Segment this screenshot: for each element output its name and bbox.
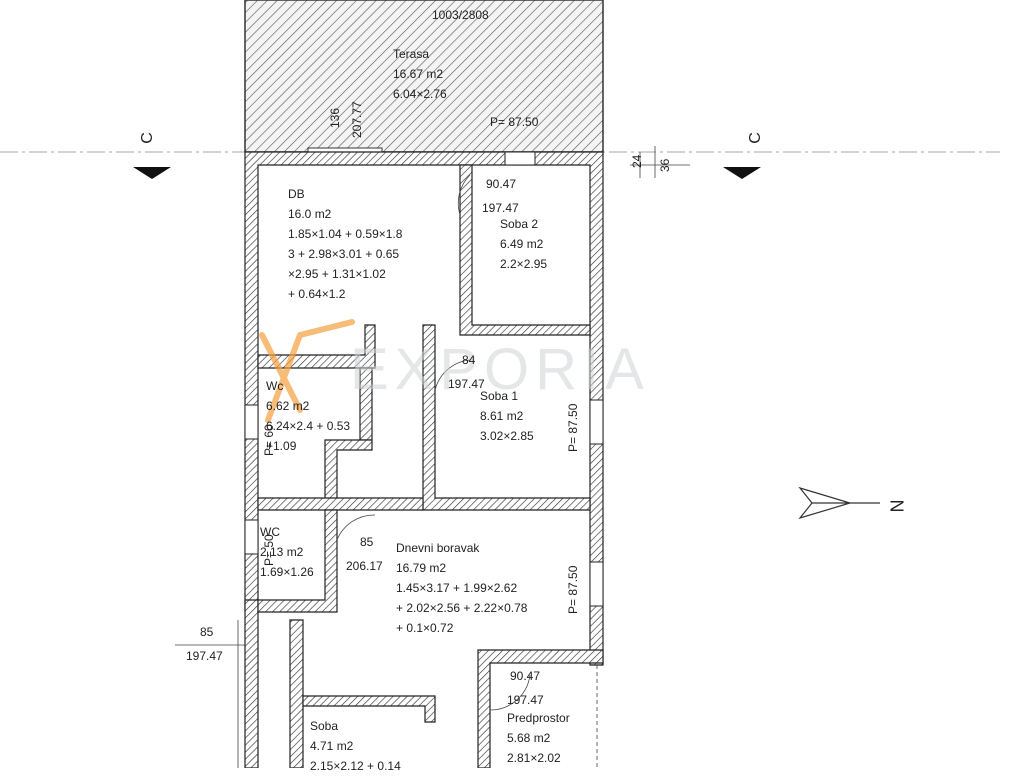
- window-dnevni: [589, 561, 604, 607]
- door-swing-db: [457, 174, 471, 216]
- room-calc: 3 + 2.98×3.01 + 0.65: [288, 247, 400, 261]
- room-area: 5.68 m2: [507, 731, 551, 745]
- north-arrow: [798, 486, 880, 520]
- wall-wc2: [257, 509, 338, 613]
- room-name: Wc: [266, 379, 284, 393]
- room-calc: + 0.1×0.72: [396, 621, 454, 635]
- dim-9047-a: 90.47: [486, 177, 517, 191]
- section-mark-left: C: [138, 132, 156, 144]
- room-dims: 2.15×2.12 + 0.14: [310, 759, 401, 773]
- wall-mid-horizontal: [257, 497, 424, 511]
- dim-19747-d: 197.47: [507, 693, 544, 707]
- room-soba2: Soba 2 6.49 m2 2.2×2.95: [500, 214, 547, 274]
- room-calc: 1.45×3.17 + 1.99×2.62: [396, 581, 518, 595]
- lower-wall-soba: [289, 619, 304, 768]
- dim-p8750-soba1: P= 87.50: [566, 403, 580, 452]
- room-area: 6.62 m2: [266, 399, 310, 413]
- room-area: 4.71 m2: [310, 739, 354, 753]
- dim-p-wc2: P= 50: [262, 534, 276, 566]
- room-dims: 1.69×1.26: [260, 565, 314, 579]
- room-name: Soba 2: [500, 217, 539, 231]
- room-name: Soba 1: [480, 389, 519, 403]
- dim-20617: 206.17: [346, 559, 383, 573]
- window-wc2: [244, 519, 259, 555]
- dim-9047-b: 90.47: [510, 669, 541, 683]
- room-area: 16.0 m2: [288, 207, 332, 221]
- dim-19747-c: 197.47: [186, 649, 223, 663]
- window-soba1: [589, 399, 604, 445]
- outer-wall-lower: [244, 599, 259, 768]
- room-area: 16.79 m2: [396, 561, 447, 575]
- dim-24: 24: [630, 154, 644, 168]
- north-label: N: [886, 499, 907, 513]
- window-soba2: [504, 151, 536, 166]
- dim-19747-a: 197.47: [482, 201, 519, 215]
- wall-soba2: [459, 164, 591, 336]
- room-dims: 2.2×2.95: [500, 257, 548, 271]
- room-wc2: WC 2.13 m2 1.69×1.26: [260, 522, 314, 582]
- window-wc1: [244, 404, 259, 440]
- dim-85-b: 85: [200, 625, 214, 639]
- room-dnevni-boravak: Dnevni boravak 16.79 m2 1.45×3.17 + 1.99…: [396, 538, 527, 638]
- terrace-area: [244, 0, 604, 153]
- room-area: 2.13 m2: [260, 545, 304, 559]
- section-arrow-right: [723, 167, 761, 179]
- room-soba: Soba 4.71 m2 2.15×2.12 + 0.14: [310, 716, 401, 776]
- dim-136: 136: [328, 107, 342, 128]
- wall-predprostor: [477, 649, 604, 768]
- room-calc: + 2.02×2.56 + 2.22×0.78: [396, 601, 528, 615]
- dim-84: 84: [462, 353, 476, 367]
- room-area: 8.61 m2: [480, 409, 524, 423]
- dim-20777: 207.77: [350, 101, 364, 138]
- room-calc: + 0.64×1.2: [288, 287, 346, 301]
- room-db: DB 16.0 m2 1.85×1.04 + 0.59×1.8 3 + 2.98…: [288, 184, 402, 304]
- room-calc: 1.85×1.04 + 0.59×1.8: [288, 227, 403, 241]
- room-calc: +1.09: [266, 439, 297, 453]
- room-calc: ×2.95 + 1.31×1.02: [288, 267, 386, 281]
- room-terasa: Terasa 16.67 m2 6.04×2.76: [393, 44, 447, 104]
- room-predprostor: Predprostor 5.68 m2 2.81×2.02: [507, 708, 570, 768]
- wall-soba-top: [302, 695, 436, 723]
- section-mark-right: C: [746, 132, 764, 144]
- room-dims: 2.81×2.02: [507, 751, 561, 765]
- room-dims: 6.24×2.4 + 0.53: [266, 419, 351, 433]
- dim-p-wc1: P= 60: [262, 424, 276, 456]
- room-name: Terasa: [393, 47, 430, 61]
- dim-p8750-dnevni: P= 87.50: [566, 565, 580, 614]
- top-dimension: 1003/2808: [432, 8, 489, 22]
- section-arrow-left: [133, 167, 171, 179]
- room-name: Predprostor: [507, 711, 570, 725]
- room-dims: 3.02×2.85: [480, 429, 534, 443]
- room-area: 16.67 m2: [393, 67, 444, 81]
- room-area: 6.49 m2: [500, 237, 544, 251]
- room-soba1: Soba 1 8.61 m2 3.02×2.85: [480, 386, 534, 446]
- door-swing-dnevni: [336, 514, 376, 541]
- room-name: Soba: [310, 719, 339, 733]
- dim-36: 36: [658, 158, 672, 172]
- room-name: DB: [288, 187, 305, 201]
- watermark-logo: [259, 319, 355, 423]
- door-swing-soba1: [434, 359, 471, 391]
- dim-p8750-top: P= 87.50: [490, 115, 539, 129]
- watermark-text: EXPORIA: [350, 337, 650, 402]
- room-dims: 6.04×2.76: [393, 87, 447, 101]
- dim-85-a: 85: [360, 535, 374, 549]
- dim-19747-b: 197.47: [448, 377, 485, 391]
- room-name: WC: [260, 525, 280, 539]
- wall-db-lower: [257, 324, 376, 369]
- door-swing-predprostor: [489, 674, 531, 711]
- room-name: Dnevni boravak: [396, 541, 480, 555]
- room-wc1: Wc 6.62 m2 6.24×2.4 + 0.53 +1.09: [266, 376, 350, 456]
